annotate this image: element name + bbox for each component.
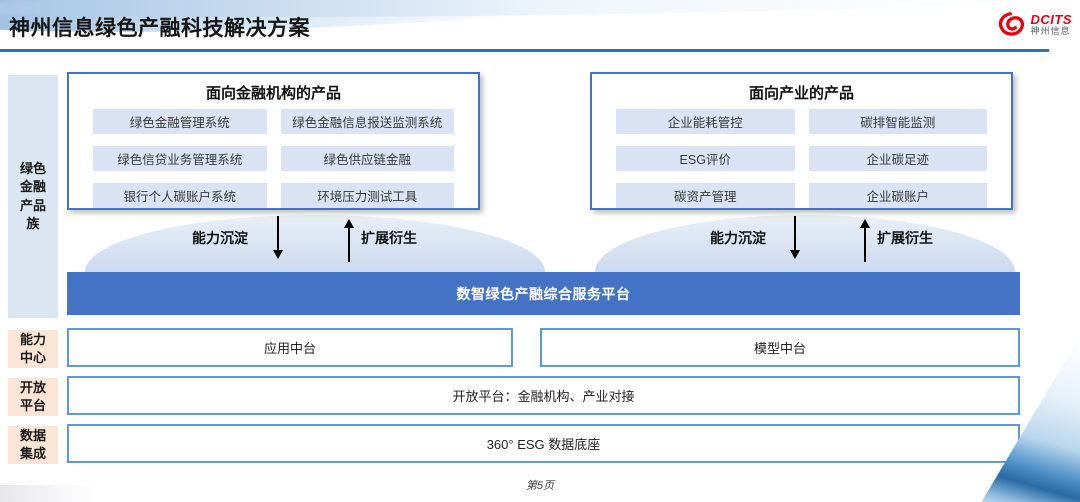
sidebar-label-open-platform: 开放 平台 [8, 378, 58, 416]
product-item: ESG评价 [616, 146, 795, 171]
industry-products-grid: 企业能耗管控 碳排智能监测 ESG评价 企业碳足迹 碳资产管理 企业碳账户 [592, 107, 1011, 208]
sidebar-label-product-family: 绿色 金融 产品 族 [8, 75, 58, 318]
down-arrow-icon [790, 216, 800, 259]
finance-products-grid: 绿色金融管理系统 绿色金融信息报送监测系统 绿色信贷业务管理系统 绿色供应链金融… [69, 107, 478, 208]
dcits-swirl-icon [998, 12, 1024, 36]
logo-text: DCITS 神州信息 [1031, 13, 1073, 36]
page-title: 神州信息绿色产融科技解决方案 [9, 17, 310, 40]
product-item: 绿色金融信息报送监测系统 [280, 109, 454, 134]
model-middle-platform-box: 模型中台 [540, 328, 1020, 367]
product-item: 环境压力测试工具 [280, 183, 454, 208]
bottom-left-decoration [0, 485, 96, 502]
esg-data-base-box: 360° ESG 数据底座 [67, 424, 1020, 463]
title-underline [0, 49, 1049, 52]
product-item: 企业碳账户 [808, 183, 987, 208]
finance-products-title: 面向金融机构的产品 [205, 85, 341, 102]
product-item: 碳排智能监测 [808, 109, 987, 134]
logo-brand-cn: 神州信息 [1030, 26, 1071, 37]
industry-products-box: 面向产业的产品 企业能耗管控 碳排智能监测 ESG评价 企业碳足迹 碳资产管理 … [590, 72, 1013, 210]
industry-products-title: 面向产业的产品 [748, 85, 854, 102]
sidebar-label-data-integration: 数据 集成 [8, 426, 58, 464]
dcits-logo: DCITS 神州信息 [996, 9, 1073, 41]
platform-bar: 数智绿色产融综合服务平台 [67, 272, 1020, 315]
sidebar-label-capability-center: 能力 中心 [8, 330, 58, 368]
product-item: 绿色金融管理系统 [93, 109, 267, 134]
product-item: 碳资产管理 [616, 183, 795, 208]
up-arrow-icon [860, 219, 870, 262]
product-item: 企业能耗管控 [616, 109, 795, 134]
expand-derive-label-right: 扩展衍生 [877, 230, 933, 246]
dome-decoration-left [85, 215, 545, 272]
product-item: 企业碳足迹 [808, 146, 987, 171]
product-item: 绿色供应链金融 [280, 146, 454, 171]
logo-brand: DCITS [1030, 12, 1072, 28]
down-arrow-icon [273, 216, 283, 259]
dome-decoration-right [595, 215, 1015, 272]
finance-products-box: 面向金融机构的产品 绿色金融管理系统 绿色金融信息报送监测系统 绿色信贷业务管理… [67, 72, 480, 210]
capability-settle-label-right: 能力沉淀 [710, 230, 766, 246]
app-middle-platform-box: 应用中台 [67, 328, 513, 367]
expand-derive-label-left: 扩展衍生 [361, 230, 417, 246]
product-item: 绿色信贷业务管理系统 [93, 146, 267, 171]
product-item: 银行个人碳账户系统 [93, 183, 267, 208]
open-platform-box: 开放平台：金融机构、产业对接 [67, 376, 1020, 415]
capability-settle-label-left: 能力沉淀 [192, 230, 248, 246]
up-arrow-icon [344, 219, 354, 262]
page-number: 第5页 [525, 480, 555, 492]
